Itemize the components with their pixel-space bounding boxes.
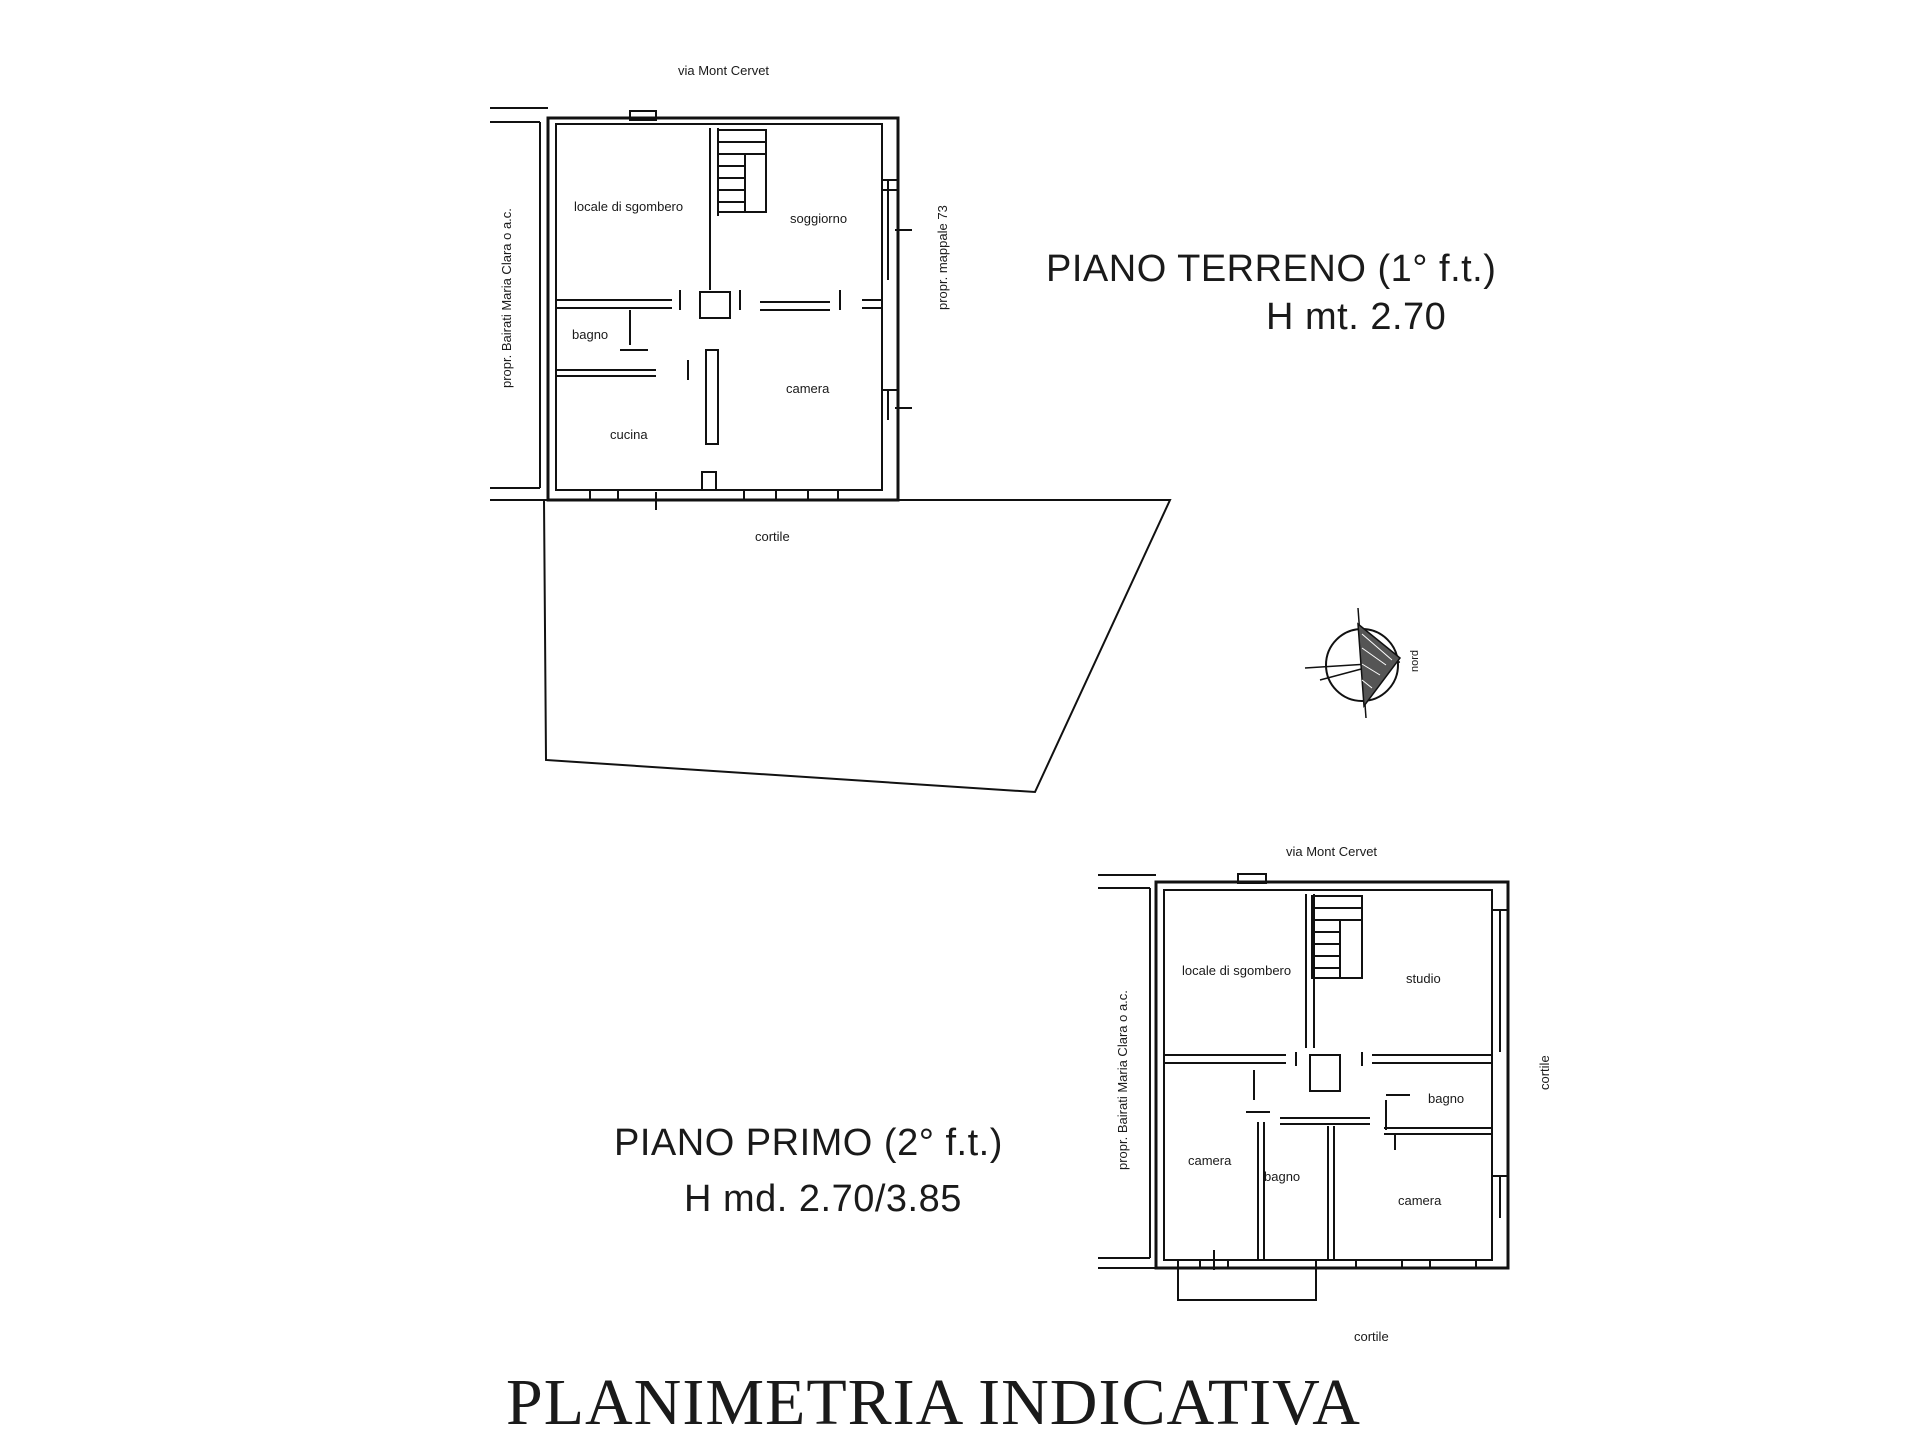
north-arrow-icon	[1304, 607, 1402, 719]
room-label-kitchen: cucina	[610, 427, 648, 442]
first-floor-plan	[1098, 873, 1510, 1301]
ground-street-label: via Mont Cervet	[678, 63, 770, 78]
first-courtyard-right-label: cortile	[1537, 1055, 1552, 1090]
first-room-label-bedroom-left: camera	[1188, 1153, 1232, 1168]
first-floor-height: H md. 2.70/3.85	[684, 1178, 962, 1220]
ground-floor-plan	[490, 107, 1172, 794]
first-floor-title: PIANO PRIMO (2° f.t.)	[614, 1122, 1003, 1164]
room-label-bath: bagno	[572, 327, 609, 342]
first-courtyard-bottom-label: cortile	[1354, 1329, 1389, 1344]
ground-floor-height: H mt. 2.70	[1266, 296, 1447, 338]
first-room-label-storage: locale di sgombero	[1182, 963, 1292, 978]
first-room-label-bedroom-right: camera	[1398, 1193, 1442, 1208]
first-room-label-bath-right: bagno	[1428, 1091, 1465, 1106]
first-room-label-study: studio	[1406, 971, 1441, 986]
room-label-living: soggiorno	[790, 211, 848, 226]
ground-neighbor-right-label: propr. mappale 73	[935, 205, 950, 310]
main-title: PLANIMETRIA INDICATIVA	[506, 1366, 1361, 1439]
first-room-label-bath-middle: bagno	[1264, 1169, 1301, 1184]
ground-courtyard-label: cortile	[755, 529, 790, 544]
ground-neighbor-left-label: propr. Bairati Maria Clara o a.c.	[499, 208, 514, 388]
first-neighbor-left-label: propr. Bairati Maria Clara o a.c.	[1115, 990, 1130, 1170]
ground-floor-title: PIANO TERRENO (1° f.t.)	[1046, 248, 1497, 290]
room-label-storage: locale di sgombero	[574, 199, 684, 214]
compass-label: nord	[1409, 649, 1421, 672]
first-street-label: via Mont Cervet	[1286, 844, 1378, 859]
room-label-bedroom: camera	[786, 381, 830, 396]
